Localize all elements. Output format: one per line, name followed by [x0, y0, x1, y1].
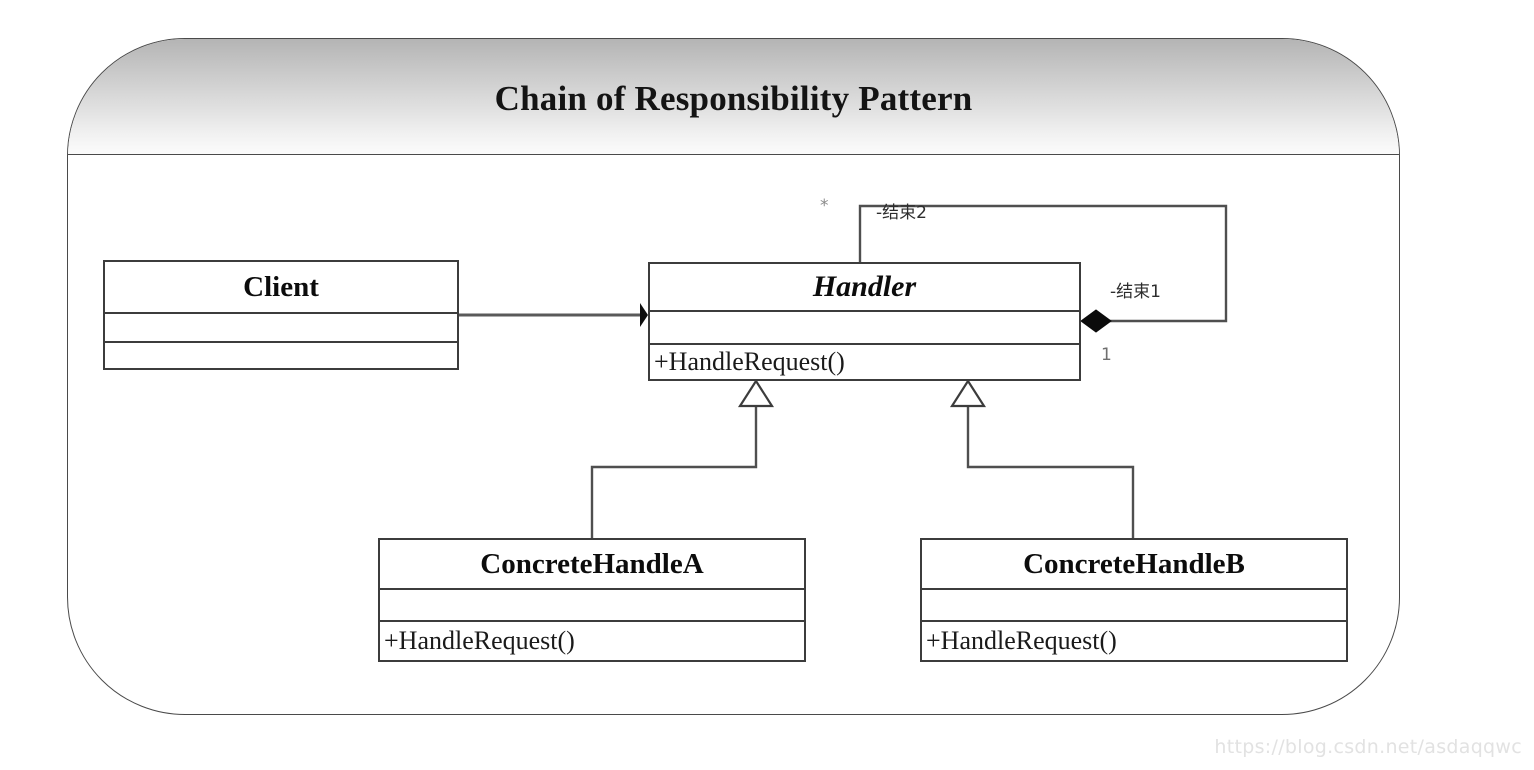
uml-class-handler-operations: +HandleRequest()	[654, 347, 845, 376]
role-end1-label: -结束1	[1110, 282, 1161, 302]
role-end2-label: -结束2	[876, 203, 927, 223]
uml-class-concrete-handle-a-operations: +HandleRequest()	[384, 626, 575, 655]
uml-class-concrete-handle-a-name: ConcreteHandleA	[380, 540, 804, 590]
multiplicity-source-label: *	[820, 196, 829, 216]
uml-class-concrete-handle-b-attributes	[922, 590, 1346, 622]
uml-class-concrete-handle-a-attributes	[380, 590, 804, 622]
uml-class-client-operations	[105, 343, 457, 368]
uml-class-handler-attributes	[650, 312, 1079, 345]
uml-class-concrete-handle-b[interactable]: ConcreteHandleB +HandleRequest()	[920, 538, 1348, 662]
uml-class-client[interactable]: Client	[103, 260, 459, 370]
uml-class-concrete-handle-b-operations: +HandleRequest()	[926, 626, 1117, 655]
uml-class-client-name: Client	[105, 262, 457, 314]
uml-class-concrete-handle-a[interactable]: ConcreteHandleA +HandleRequest()	[378, 538, 806, 662]
uml-class-handler[interactable]: Handler +HandleRequest()	[648, 262, 1081, 381]
uml-class-handler-name: Handler	[650, 264, 1079, 312]
uml-class-client-attributes	[105, 314, 457, 343]
watermark: https://blog.csdn.net/asdaqqwc	[1214, 736, 1522, 758]
diagram-header-band	[68, 39, 1399, 155]
diagram-title: Chain of Responsibility Pattern	[494, 79, 973, 118]
uml-class-concrete-handle-b-name: ConcreteHandleB	[922, 540, 1346, 590]
multiplicity-target-label: 1	[1101, 345, 1112, 365]
